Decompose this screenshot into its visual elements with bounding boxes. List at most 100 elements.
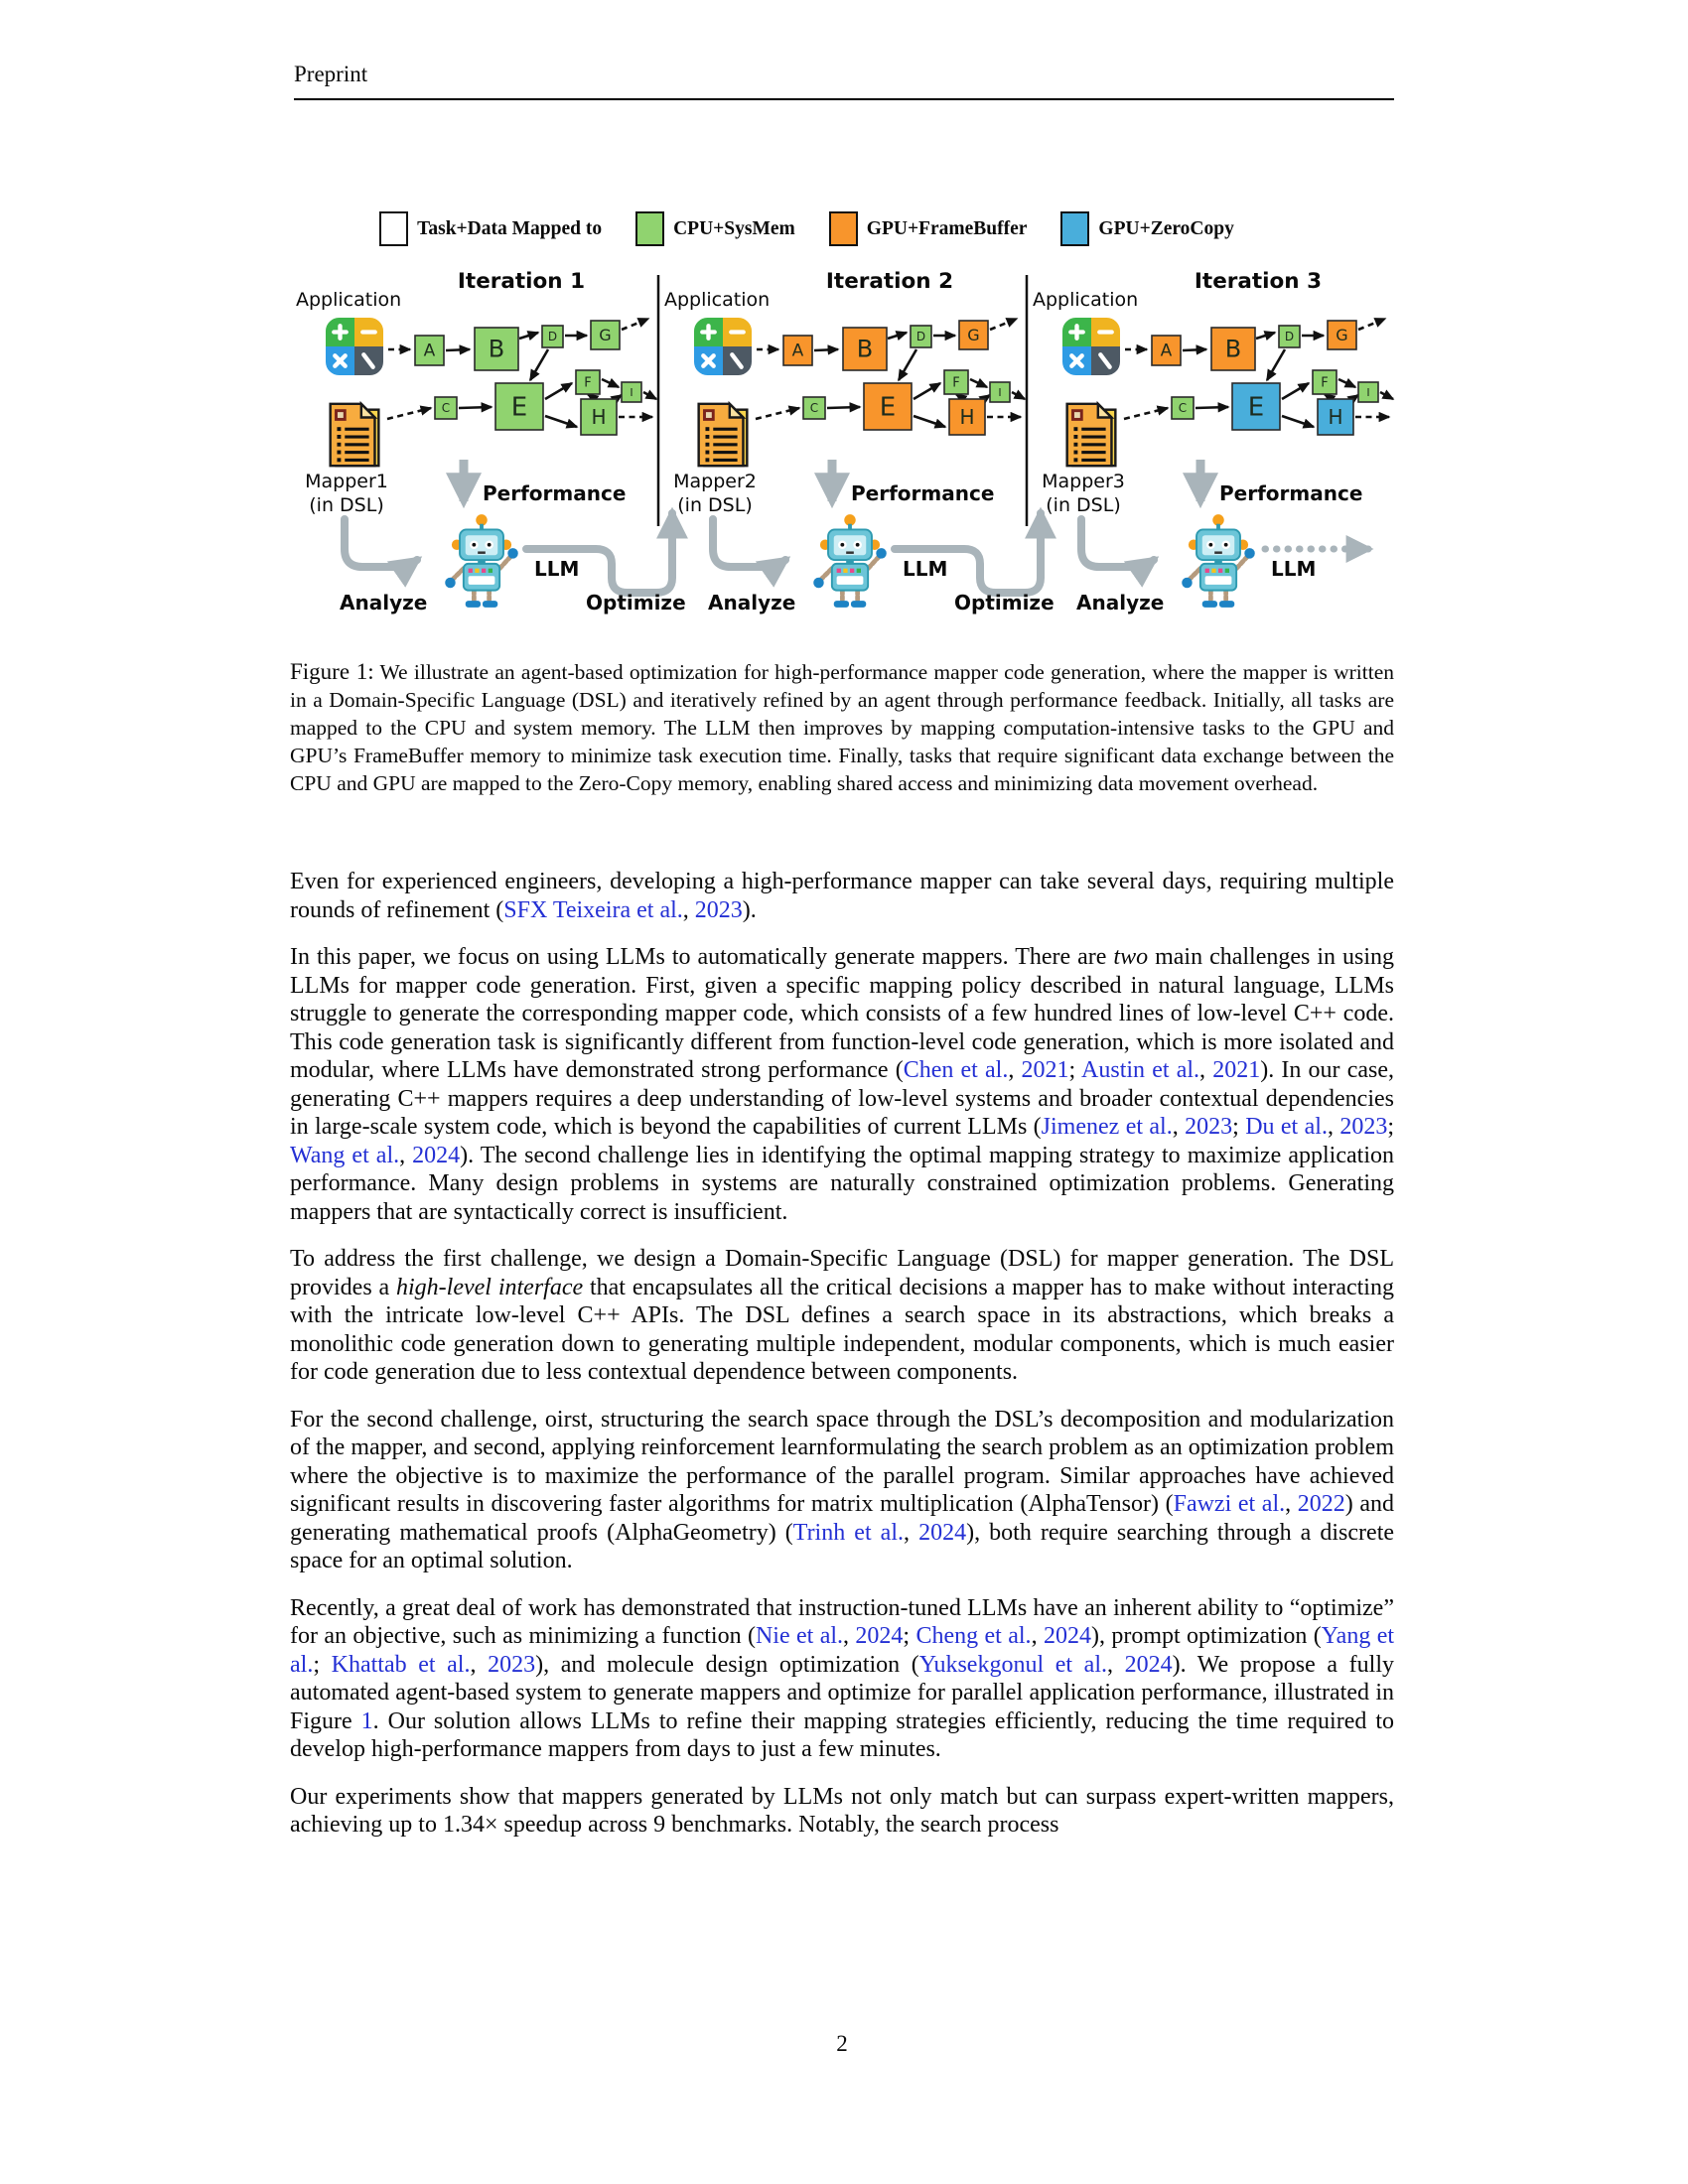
task-node-label: C [442,401,450,415]
task-edge [913,414,947,429]
citation-link[interactable]: Cheng et al. [915,1623,1032,1649]
task-node-G [590,320,621,350]
task-node-label: H [959,405,974,429]
citation-link[interactable]: Trinh et al. [792,1519,905,1546]
task-edge [1281,381,1311,401]
task-node-D [1278,325,1301,348]
task-node-label: C [810,401,818,415]
task-edge [1265,348,1287,382]
task-edge [813,344,840,355]
citation-link[interactable]: 2024 [1043,1623,1091,1649]
citation-link[interactable]: 2024 [412,1142,461,1168]
citation-link[interactable]: 2021 [1212,1057,1261,1083]
citation-link[interactable]: 2023 [694,896,743,923]
task-node-label: I [998,386,1001,399]
application-label: Application [1033,289,1139,311]
citation-link[interactable]: SFX Teixeira et al. [503,896,683,923]
paragraph: Our experiments show that mappers genera… [290,1783,1394,1840]
performance-label: Performance [1219,481,1363,505]
task-node-label: D [916,330,925,343]
iteration-title: Iteration 3 [1194,269,1323,294]
citation-link[interactable]: Khattab et al. [331,1651,471,1678]
llm-label: LLM [534,557,580,581]
body-text-run: main challenges in using LLMs for mapper… [290,944,1394,1083]
citation-link[interactable]: Chen et al. [903,1057,1009,1083]
mapper-sublabel: (in DSL) [309,494,384,516]
optimize-arrow [891,506,1056,597]
iteration-title: Iteration 1 [457,269,586,294]
body-text-run: In this paper, we focus on using LLMs to… [290,944,1114,970]
task-edge [1337,377,1357,389]
body-text-run: , [843,1623,856,1649]
legend-item: CPU+SysMem [635,211,795,246]
citation-link[interactable]: Nie et al. [755,1623,844,1649]
task-node-label: A [1161,341,1173,361]
citation-link[interactable]: Wang et al. [290,1142,400,1168]
task-node-label: F [952,376,959,391]
body-text-run: ; [903,1623,916,1649]
citation-link[interactable]: Austin et al. [1081,1057,1200,1083]
citation-link[interactable]: 2022 [1297,1491,1345,1517]
application-calculator-icon [1062,318,1120,375]
body-text-run: ). The second challenge lies in identify… [290,1142,1394,1225]
legend-swatch-icon [635,211,665,246]
citation-link[interactable]: 2023 [1339,1114,1388,1140]
task-node-A [782,335,813,366]
optimize-arrow [522,506,688,597]
task-node-label: F [1321,376,1328,391]
body-text-run: Recently, a great deal of work has demon… [290,1594,1394,1650]
citation-link[interactable]: Jimenez et al. [1041,1114,1173,1140]
body-text-run: , [399,1142,413,1168]
task-edge [897,348,918,382]
legend-swatch-icon [828,211,858,246]
task-node-C [434,396,458,420]
task-node-label: A [792,341,804,361]
legend-swatch-icon [1060,211,1090,246]
body-text-run: ; [1232,1114,1246,1140]
application-document-icon [329,402,380,468]
body-text: Even for experienced engineers, developi… [290,868,1394,1858]
citation-link[interactable]: 2024 [918,1519,967,1546]
task-edge [528,348,550,382]
body-text-run: ; [313,1651,332,1678]
citation-link[interactable]: 2023 [488,1651,536,1678]
task-edge [544,414,579,429]
task-edge [826,402,862,413]
citation-link[interactable]: Yuksekgonul et al. [918,1651,1107,1678]
citation-link[interactable]: 2024 [855,1623,904,1649]
citation-link[interactable]: Fawzi et al. [1173,1491,1286,1517]
paragraph: For the second challenge, oirst, structu… [290,1406,1394,1575]
body-text-run: ). In our case, generating C++ mappers r… [290,1057,1395,1140]
citation-link[interactable]: 2021 [1021,1057,1069,1083]
task-node-label: H [1328,405,1342,429]
citation-link[interactable]: 2024 [1124,1651,1173,1678]
mapper-label: Mapper1 [305,471,388,492]
task-node-B [474,327,519,371]
task-edge [913,381,942,401]
task-node-H [948,398,986,436]
task-node-label: B [489,336,504,363]
task-node-H [580,398,618,436]
iteration-title: Iteration 2 [825,269,954,294]
task-node-I [989,381,1011,403]
task-edge [1195,402,1230,413]
body-text-run: , [470,1651,489,1678]
performance-label: Performance [483,481,627,505]
legend-swatch-icon [379,211,409,246]
body-text-run: , [1285,1491,1298,1517]
header-rule [294,98,1394,100]
task-node-E [1231,382,1281,431]
task-edge [989,317,1019,332]
paragraph: Even for experienced engineers, developi… [290,868,1394,924]
figure-caption: Figure 1: We illustrate an agent-based o… [290,658,1394,797]
citation-link[interactable]: Yang et al. [290,1623,1395,1678]
emphasis-text: two [1113,944,1149,970]
legend-item: GPU+FrameBuffer [828,211,1027,246]
citation-link[interactable]: 1 [360,1707,373,1734]
citation-link[interactable]: Du et al. [1245,1114,1328,1140]
task-node-label: A [424,341,436,361]
citation-link[interactable]: 2023 [1185,1114,1233,1140]
task-edge [1182,344,1208,355]
